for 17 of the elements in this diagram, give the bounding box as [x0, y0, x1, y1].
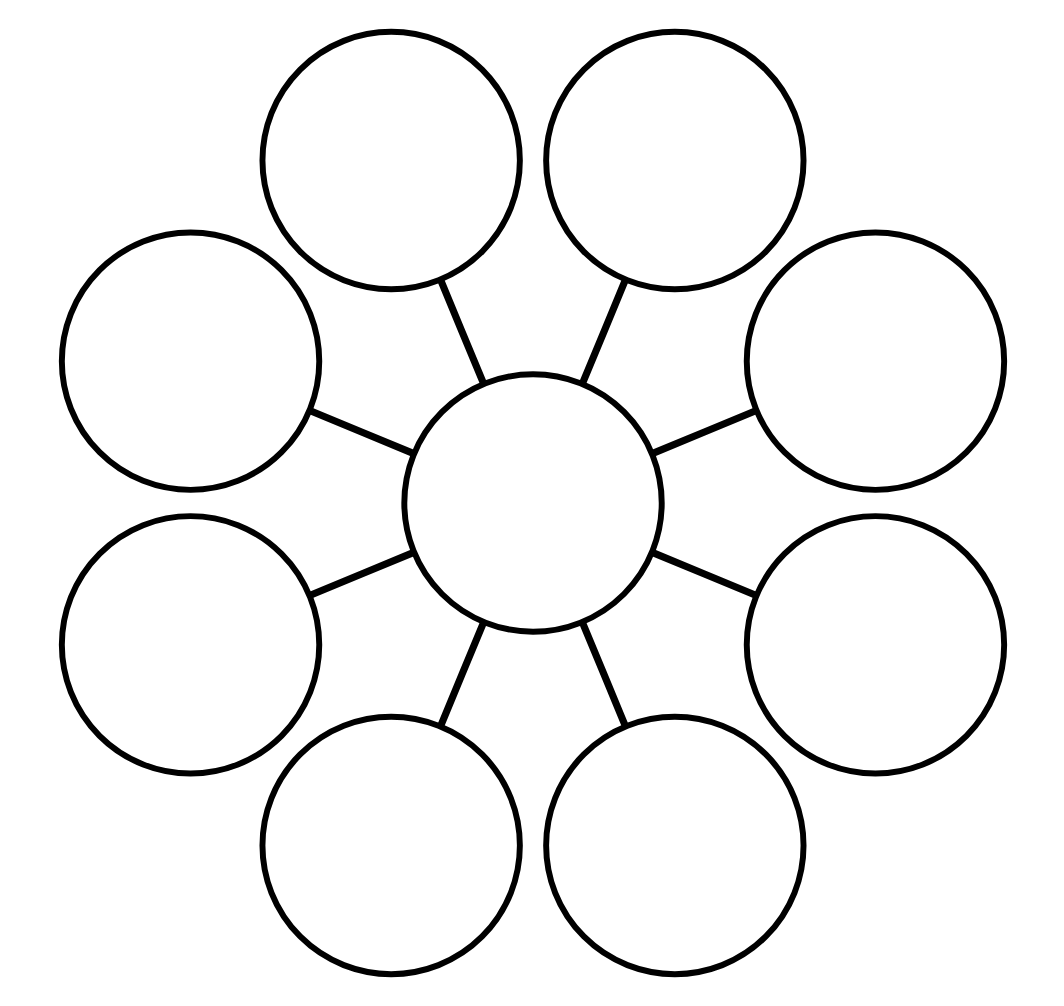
- connector: [307, 407, 414, 457]
- node-circle: [742, 513, 1007, 777]
- connector: [578, 278, 628, 385]
- node-circle: [400, 371, 664, 635]
- connector: [650, 407, 757, 457]
- node-circle: [57, 229, 322, 493]
- node-circle: [542, 28, 806, 293]
- node-circle: [542, 713, 806, 978]
- connector: [436, 621, 486, 728]
- connector: [578, 621, 628, 728]
- connector: [650, 549, 757, 599]
- node-circle: [742, 229, 1007, 493]
- connector: [436, 278, 486, 385]
- node-circle: [258, 28, 522, 293]
- connector: [307, 549, 414, 599]
- node-circle: [258, 713, 522, 978]
- node-circle: [57, 513, 322, 777]
